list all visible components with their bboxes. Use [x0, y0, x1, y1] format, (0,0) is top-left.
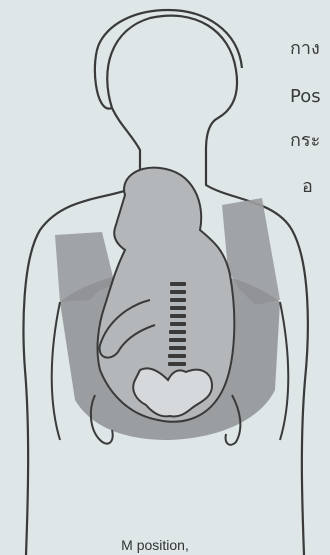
side-text-line-4: อ — [302, 178, 313, 196]
side-text-line-2: Pos — [290, 88, 321, 106]
caption-text: M position, — [121, 537, 189, 553]
mother-head-outline — [107, 16, 237, 185]
side-text-line-3: กระ — [290, 132, 320, 150]
caption: M position, — [0, 538, 330, 552]
side-text-line-1: กาง — [290, 40, 320, 58]
mother-hair-outline — [95, 10, 242, 109]
